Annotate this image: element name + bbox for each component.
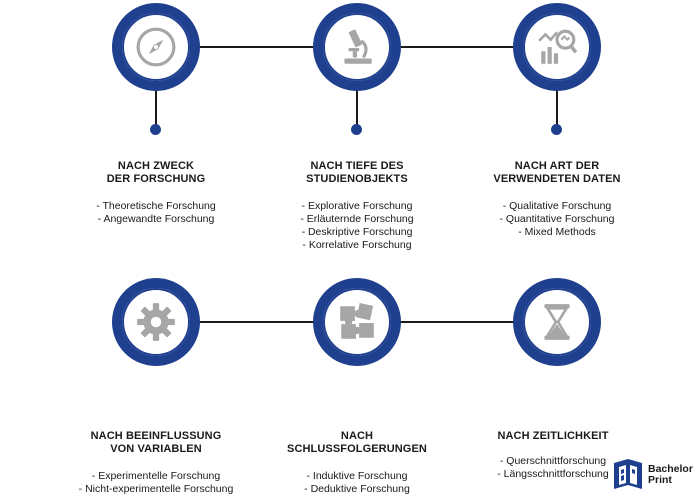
stem-zweck [155, 91, 157, 128]
list-item: - Quantitative Forschung [499, 213, 615, 225]
node-zweck [112, 3, 200, 91]
category-heading: NACH BEEINFLUSSUNG VON VARIABLEN [90, 430, 222, 455]
dot-zweck [150, 124, 161, 135]
category-zweck: NACH ZWECK DER FORSCHUNG - Theoretische … [56, 160, 256, 226]
category-heading: NACH SCHLUSSFOLGERUNGEN [287, 430, 427, 455]
compass-icon [136, 27, 176, 67]
category-items: - Experimentelle Forschung - Nicht-exper… [56, 470, 256, 496]
stem-tiefe [356, 91, 358, 128]
list-item: - Qualitative Forschung [502, 200, 612, 212]
node-daten [513, 3, 601, 91]
stem-daten [556, 91, 558, 128]
list-item: - Längsschnittforschung [497, 468, 609, 480]
list-item: - Nicht-experimentelle Forschung [78, 483, 234, 495]
category-items: - Explorative Forschung - Erläuternde Fo… [257, 200, 457, 252]
dot-tiefe [351, 124, 362, 135]
category-heading: NACH ART DER VERWENDETEN DATEN [493, 160, 621, 185]
list-item: - Angewandte Forschung [97, 213, 215, 225]
category-heading: NACH ZWECK DER FORSCHUNG [106, 160, 206, 185]
category-items: - Qualitative Forschung - Quantitative F… [457, 200, 657, 239]
list-item: - Induktive Forschung [306, 470, 408, 482]
hourglass-icon [544, 304, 570, 340]
bachelor-print-logo-icon [614, 459, 642, 489]
bachelor-print-logo: Bachelor Print [612, 455, 698, 495]
category-zeit: NACH ZEITLICHKEIT - Querschnittforschung… [453, 430, 653, 481]
category-schluss: NACH SCHLUSSFOLGERUNGEN - Induktive Fors… [257, 430, 457, 496]
puzzle-icon [340, 303, 374, 339]
data-analysis-icon [538, 29, 578, 64]
node-schluss [313, 278, 401, 366]
category-daten: NACH ART DER VERWENDETEN DATEN - Qualita… [457, 160, 657, 239]
category-variablen: NACH BEEINFLUSSUNG VON VARIABLEN - Exper… [56, 430, 256, 496]
node-variablen [112, 278, 200, 366]
list-item: - Deduktive Forschung [304, 483, 410, 495]
category-items: - Induktive Forschung - Deduktive Forsch… [257, 470, 457, 496]
node-tiefe [313, 3, 401, 91]
list-item: - Experimentelle Forschung [91, 470, 221, 482]
gear-icon [137, 303, 175, 341]
category-items: - Querschnittforschung - Längsschnittfor… [453, 455, 653, 481]
list-item: - Explorative Forschung [301, 200, 413, 212]
list-item: - Erläuternde Forschung [300, 213, 414, 225]
category-items: - Theoretische Forschung - Angewandte Fo… [56, 200, 256, 226]
category-heading: NACH TIEFE DES STUDIENOBJEKTS [306, 160, 408, 185]
list-item: - Theoretische Forschung [96, 200, 216, 212]
list-item: - Mixed Methods [518, 226, 596, 238]
category-tiefe: NACH TIEFE DES STUDIENOBJEKTS - Explorat… [257, 160, 457, 252]
microscope-icon [344, 29, 372, 64]
logo-text: Bachelor Print [648, 463, 693, 486]
list-item: - Korrelative Forschung [302, 239, 412, 251]
category-heading: NACH ZEITLICHKEIT [497, 430, 609, 442]
dot-daten [551, 124, 562, 135]
node-zeit [513, 278, 601, 366]
list-item: - Deskriptive Forschung [301, 226, 413, 238]
list-item: - Querschnittforschung [499, 455, 607, 467]
